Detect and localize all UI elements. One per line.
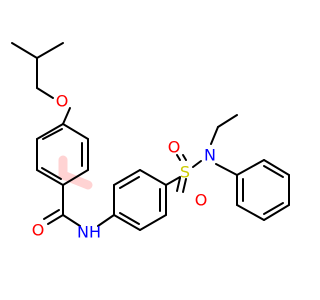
bond — [119, 176, 140, 189]
ether-link — [62, 107, 71, 125]
sulfonyl-oxygen-bottom-label: O — [195, 191, 208, 210]
bond — [217, 114, 238, 128]
bond — [182, 178, 187, 193]
sulfonamide-nitrogen-label: N — [204, 146, 216, 165]
bond — [36, 87, 54, 99]
sulfonyl-oxygen-top-label: O — [168, 138, 181, 157]
bond — [41, 167, 62, 180]
bond — [113, 169, 141, 186]
bond — [62, 169, 89, 186]
ring-highlight — [58, 155, 93, 190]
bond — [36, 169, 64, 186]
bond — [176, 177, 181, 192]
bond — [263, 159, 290, 176]
bond — [176, 154, 181, 161]
bond — [215, 163, 238, 176]
bond — [236, 159, 265, 176]
bond — [97, 214, 115, 227]
molecule-canvas: O O NH S O O N — [11, 42, 290, 242]
sulfonyl-group — [165, 154, 202, 193]
ether-oxygen-label: O — [56, 92, 69, 111]
bond — [139, 214, 167, 231]
anilide-link — [97, 214, 115, 227]
benzene-ring-3 — [236, 159, 290, 221]
bond — [43, 209, 60, 220]
amide-nitrogen-label: NH — [77, 223, 101, 242]
ethyl-group — [210, 114, 238, 145]
bond — [210, 126, 219, 145]
benzene-ring-1 — [36, 123, 89, 186]
bond — [263, 204, 290, 221]
bond — [62, 214, 81, 227]
bond — [192, 160, 202, 168]
bond — [36, 42, 64, 59]
bond — [165, 176, 181, 186]
bond — [47, 214, 64, 225]
bond — [11, 42, 38, 59]
bond — [119, 212, 140, 225]
bond — [236, 204, 265, 221]
bond — [139, 169, 167, 186]
isobutyl-group — [11, 42, 64, 99]
bond — [263, 202, 284, 215]
bond — [182, 154, 187, 161]
carbonyl-oxygen-label: O — [32, 221, 45, 240]
benzene-ring-2 — [113, 169, 167, 231]
bond — [42, 128, 63, 140]
molecule-structure: O O NH S O O N — [11, 42, 290, 242]
sulfur-label: S — [180, 163, 190, 182]
bond — [62, 123, 89, 140]
amide-group — [43, 184, 81, 227]
bond — [113, 214, 141, 231]
n-phenyl-link — [215, 163, 238, 176]
bond — [36, 123, 64, 140]
bond — [62, 107, 71, 125]
bond — [263, 165, 284, 178]
